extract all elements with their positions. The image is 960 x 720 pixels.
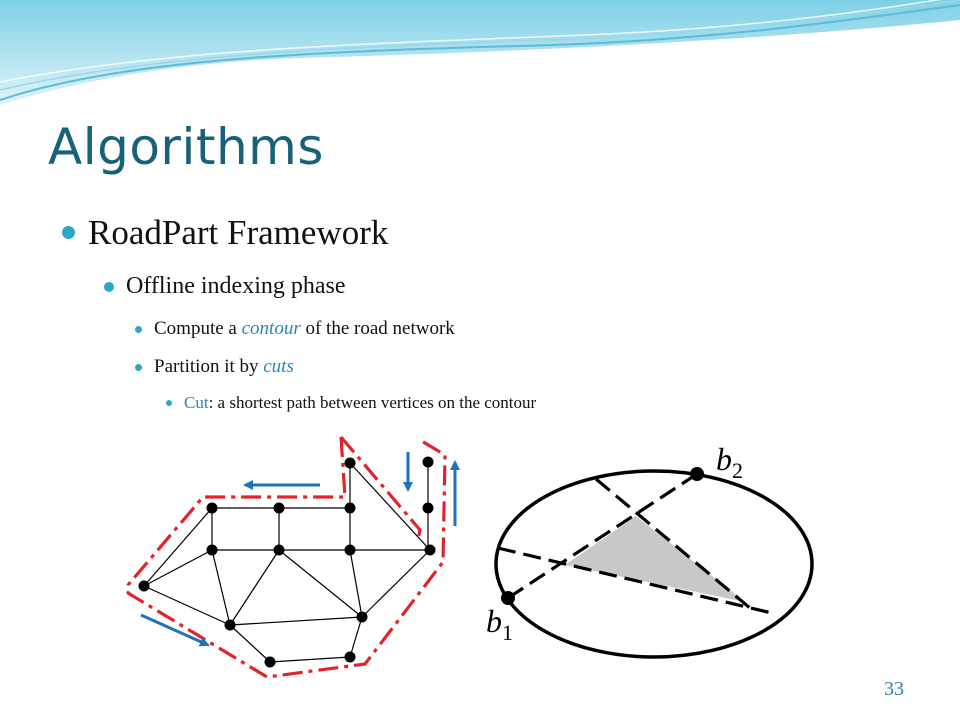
bullet-dot xyxy=(135,364,142,371)
bullet-dot xyxy=(104,282,114,292)
bullet-text: Partition it by xyxy=(154,356,264,377)
graph-vertex xyxy=(344,544,356,556)
graph-vertex xyxy=(356,611,368,623)
graph-edge xyxy=(349,462,431,551)
graph-edge xyxy=(143,549,213,587)
bullet-roadpart: RoadPart Framework xyxy=(88,213,389,252)
bullet-partition-cuts: Partition it by cuts xyxy=(154,356,294,378)
graph-vertex xyxy=(138,580,150,592)
graph-edge xyxy=(229,616,363,626)
vertex-b2 xyxy=(690,467,704,481)
graph-vertex xyxy=(273,544,285,556)
graph-edge xyxy=(361,549,431,618)
graph-vertex xyxy=(344,457,356,469)
graph-edge xyxy=(349,549,363,618)
graph-edge xyxy=(229,624,271,663)
bullet-dot xyxy=(62,226,75,239)
graph-vertex xyxy=(344,651,356,663)
graph-edge xyxy=(269,656,351,663)
bullet-cut-definition: Cut: a shortest path between vertices on… xyxy=(184,393,536,413)
label-b2: b2 xyxy=(716,441,743,483)
contour-outline xyxy=(126,436,447,679)
graph-edge xyxy=(229,549,280,626)
graph-edge xyxy=(143,585,231,626)
term-cut: Cut xyxy=(184,393,209,412)
cut-line xyxy=(497,546,777,616)
graph-vertex xyxy=(206,544,218,556)
graph-edge xyxy=(143,507,213,587)
header-banner xyxy=(0,0,960,105)
direction-arrow-right xyxy=(140,613,210,647)
graph-vertex xyxy=(224,619,236,631)
graph-vertex xyxy=(424,544,436,556)
bullet-text: Compute a xyxy=(154,318,242,339)
graph-vertices xyxy=(138,456,436,668)
bullet-dot xyxy=(166,400,172,406)
graph-edge xyxy=(349,616,363,658)
graph-edge xyxy=(211,549,231,626)
bullet-text: of the road network xyxy=(300,318,455,339)
road-graph xyxy=(143,462,431,663)
page-number: 33 xyxy=(884,678,904,700)
bullet-offline-indexing: Offline indexing phase xyxy=(126,273,346,299)
bullet-text: : a shortest path between vertices on th… xyxy=(208,393,537,412)
emphasis-contour: contour xyxy=(241,318,301,339)
cut-line xyxy=(594,477,752,610)
vertex-b1 xyxy=(501,591,515,605)
graph-vertex xyxy=(344,502,356,514)
graph-vertex xyxy=(422,502,434,514)
emphasis-cuts: cuts xyxy=(263,356,294,377)
bullet-dot xyxy=(135,326,142,333)
graph-edge xyxy=(278,549,363,618)
shaded-region xyxy=(565,516,745,602)
graph-vertex xyxy=(264,656,276,668)
graph-vertex xyxy=(273,502,285,514)
slide-title: Algorithms xyxy=(48,118,324,176)
cut-line-b1-b2 xyxy=(507,472,698,600)
graph-vertex xyxy=(422,456,434,468)
contour-outline xyxy=(339,435,422,541)
bullet-compute-contour: Compute a contour of the road network xyxy=(154,318,455,340)
label-b1: b1 xyxy=(486,603,513,645)
graph-vertex xyxy=(206,502,218,514)
contour-ellipse xyxy=(494,469,814,659)
